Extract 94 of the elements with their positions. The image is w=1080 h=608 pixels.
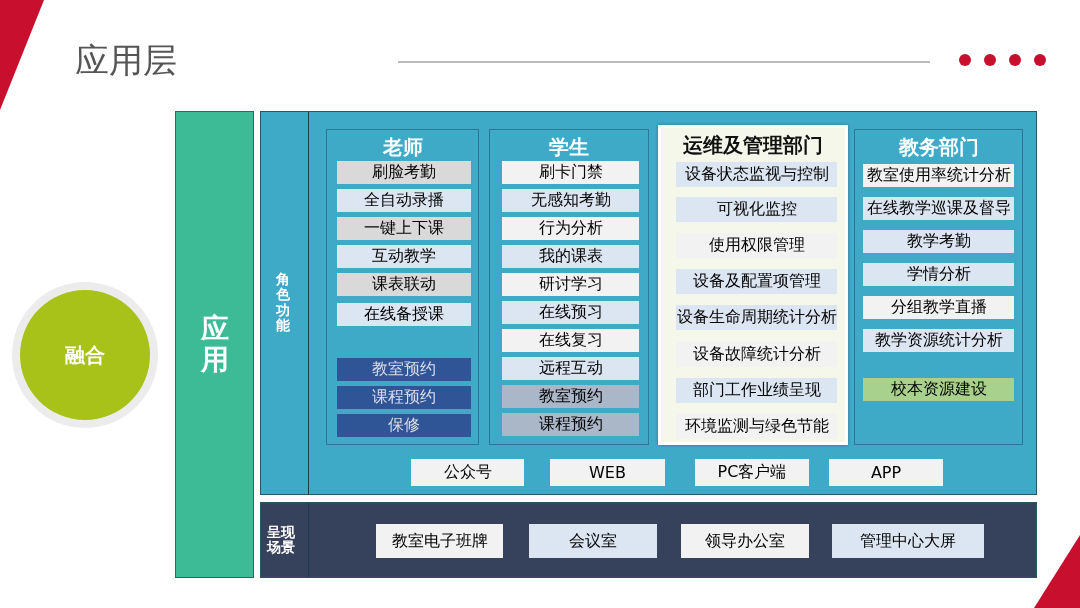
function-label: 教室电子班牌 (391, 530, 488, 552)
function-box (502, 216, 639, 240)
function-box (337, 188, 471, 212)
function-box (502, 384, 639, 408)
function-box (863, 377, 1014, 401)
column-heading: 教务部门 (898, 134, 979, 161)
function-box (337, 160, 471, 184)
role-panel (260, 111, 1037, 495)
function-label: 教室预约 (372, 358, 436, 380)
function-label: 在线预习 (538, 301, 603, 323)
function-label: 部门工作业绩呈现 (692, 379, 821, 401)
function-box (863, 295, 1014, 319)
role-column (658, 125, 848, 445)
role-column (854, 129, 1023, 445)
function-label: 设备生命周期统计分析 (676, 306, 837, 328)
function-label: 设备状态监视与控制 (684, 163, 829, 185)
function-box (411, 459, 524, 486)
layer-band (175, 111, 254, 578)
function-box (676, 161, 837, 187)
function-box (337, 272, 471, 296)
function-box (502, 356, 639, 380)
function-box (376, 524, 503, 558)
function-label: 公众号 (443, 462, 492, 483)
side-label: 呈现场景 (267, 524, 295, 556)
function-box (863, 229, 1014, 253)
function-label: APP (870, 463, 902, 482)
function-label: 会议室 (569, 530, 617, 552)
function-box (695, 459, 809, 486)
function-label: 教室使用率统计分析 (866, 164, 1011, 186)
function-box (832, 524, 984, 558)
scene-panel (260, 502, 1037, 578)
page-title: 应用层 (75, 39, 177, 82)
function-label: 我的课表 (538, 245, 603, 267)
function-label: 远程互动 (538, 357, 603, 379)
function-label: 在线教学巡课及督导 (866, 197, 1011, 219)
function-label: 在线复习 (538, 329, 603, 351)
function-label: 设备及配置项管理 (692, 270, 821, 292)
function-label: 教学资源统计分析 (874, 329, 1003, 351)
function-label: PC客户端 (717, 462, 787, 483)
function-label: 一键上下课 (364, 217, 444, 239)
function-label: 环境监测与绿色节能 (684, 415, 829, 437)
function-box (502, 188, 639, 212)
function-label: 在线备授课 (364, 303, 444, 325)
function-box (676, 196, 837, 222)
function-label: 领导办公室 (705, 530, 785, 552)
function-label: WEB (589, 463, 626, 482)
function-label: 课程预约 (538, 413, 603, 435)
function-label: 可视化监控 (716, 198, 797, 220)
function-box (863, 262, 1014, 286)
function-box (676, 268, 837, 294)
function-box (502, 272, 639, 296)
function-box (337, 216, 471, 240)
function-box (502, 300, 639, 324)
function-box (337, 357, 471, 381)
function-box (550, 459, 665, 486)
function-label: 研讨学习 (538, 273, 603, 295)
function-label: 学情分析 (906, 263, 971, 285)
function-label: 课表联动 (372, 273, 436, 295)
function-label: 互动教学 (372, 245, 436, 267)
function-label: 保修 (388, 414, 420, 436)
band-label: 应用 (200, 313, 229, 376)
function-box (502, 244, 639, 268)
function-label: 全自动录播 (364, 189, 444, 211)
role-column (326, 129, 479, 445)
function-box (681, 524, 809, 558)
function-box (863, 328, 1014, 352)
function-label: 使用权限管理 (708, 234, 805, 256)
function-box (829, 459, 943, 486)
function-box (502, 328, 639, 352)
function-label: 无感知考勤 (530, 189, 611, 211)
function-box (337, 385, 471, 409)
function-label: 分组教学直播 (890, 296, 987, 318)
function-label: 教学考勤 (906, 230, 971, 252)
function-label: 刷卡门禁 (538, 161, 603, 183)
column-heading: 老师 (382, 134, 423, 161)
function-label: 校本资源建设 (890, 378, 987, 400)
function-label: 行为分析 (538, 217, 603, 239)
side-label: 角色功能 (276, 272, 290, 334)
function-label: 课程预约 (372, 386, 436, 408)
function-label: 刷脸考勤 (372, 161, 436, 183)
function-box (502, 160, 639, 184)
function-box (337, 244, 471, 268)
circle-label: 融合 (65, 341, 105, 369)
function-label: 教室预约 (538, 385, 603, 407)
function-box (502, 412, 639, 436)
role-column (489, 129, 649, 445)
function-box (529, 524, 657, 558)
function-box (337, 413, 471, 437)
function-box (337, 302, 471, 326)
function-label: 管理中心大屏 (860, 530, 956, 552)
column-heading: 运维及管理部门 (683, 132, 823, 159)
column-heading: 学生 (549, 134, 589, 161)
function-box (676, 377, 837, 403)
function-label: 设备故障统计分析 (692, 343, 821, 365)
